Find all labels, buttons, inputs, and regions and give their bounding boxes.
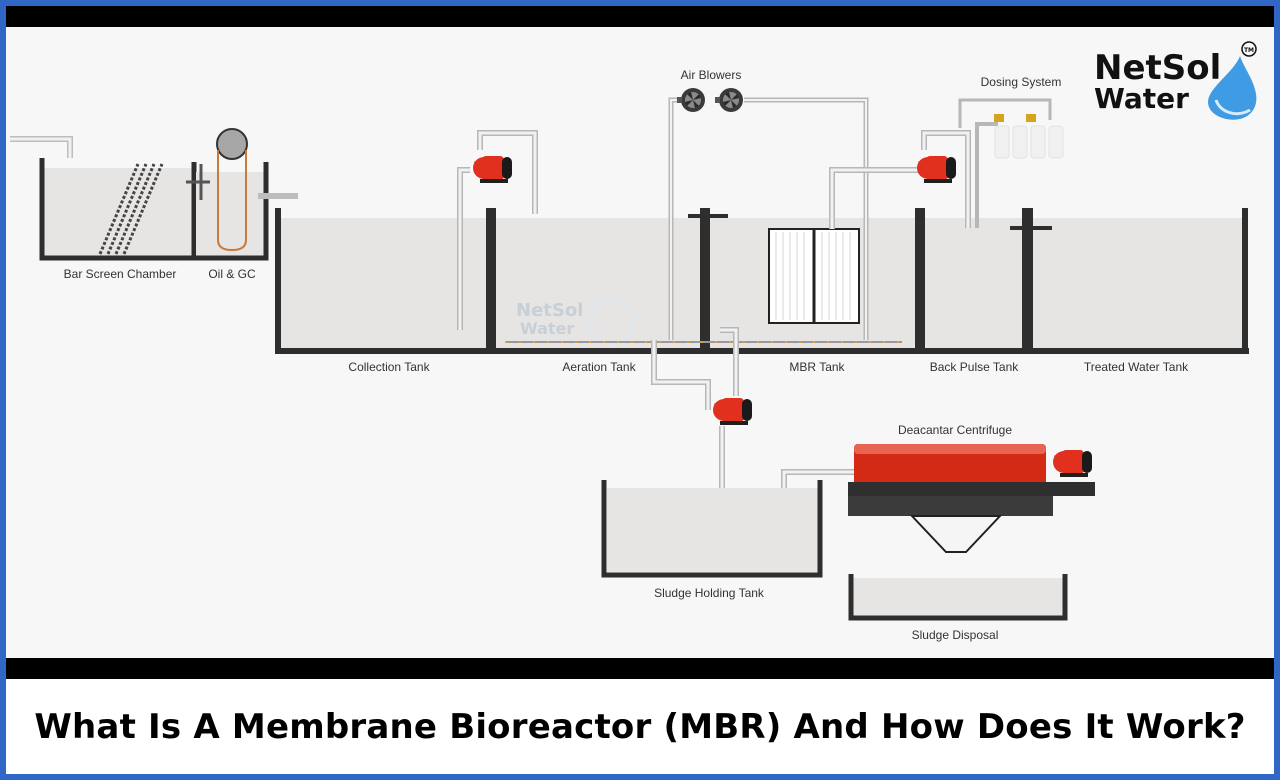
label-collection-tank: Collection Tank [348, 360, 430, 374]
bottom-black-bar [6, 658, 1274, 679]
mbr-process-diagram: Bar Screen Chamber Oil & GC NetSol Water [10, 41, 1257, 642]
page-title: What Is A Membrane Bioreactor (MBR) And … [34, 706, 1246, 747]
label-oil-gc: Oil & GC [208, 267, 256, 281]
watermark: NetSol Water [516, 298, 636, 346]
label-air-blowers: Air Blowers [681, 68, 742, 82]
air-blowers [668, 88, 869, 340]
sludge-pump [651, 327, 752, 492]
mbr-membrane-module [768, 228, 860, 324]
main-tank-water [279, 218, 1245, 350]
collection-tank-pump [457, 130, 538, 330]
back-pulse-pump [829, 130, 971, 229]
svg-text:NetSol: NetSol [516, 300, 583, 321]
label-sludge-disposal: Sludge Disposal [912, 628, 999, 642]
decanter-centrifuge [848, 444, 1095, 553]
svg-text:NetSol: NetSol [1094, 48, 1221, 88]
svg-text:TM: TM [1244, 47, 1254, 54]
svg-text:Water: Water [1094, 82, 1189, 115]
label-mbr-tank: MBR Tank [789, 360, 845, 374]
label-back-pulse-tank: Back Pulse Tank [930, 360, 1019, 374]
label-decanter-centrifuge: Deacantar Centrifuge [898, 423, 1012, 437]
label-treated-water-tank: Treated Water Tank [1084, 360, 1189, 374]
bar-screen-chamber [39, 158, 197, 261]
dosing-system [958, 98, 1064, 228]
sludge-holding-tank [601, 469, 856, 578]
top-black-bar [6, 6, 1274, 27]
label-bar-screen-chamber: Bar Screen Chamber [64, 267, 177, 281]
oil-grease-chamber [186, 128, 298, 261]
label-dosing-system: Dosing System [981, 75, 1062, 89]
sludge-disposal [848, 574, 1068, 621]
inlet-pipe [10, 136, 73, 158]
label-aeration-tank: Aeration Tank [562, 360, 636, 374]
netsol-water-logo: NetSol Water TM [1094, 41, 1257, 120]
label-sludge-holding-tank: Sludge Holding Tank [654, 586, 765, 600]
main-tank-walls [275, 208, 1249, 354]
caption-banner: What Is A Membrane Bioreactor (MBR) And … [6, 679, 1274, 774]
svg-text:Water: Water [520, 319, 574, 338]
